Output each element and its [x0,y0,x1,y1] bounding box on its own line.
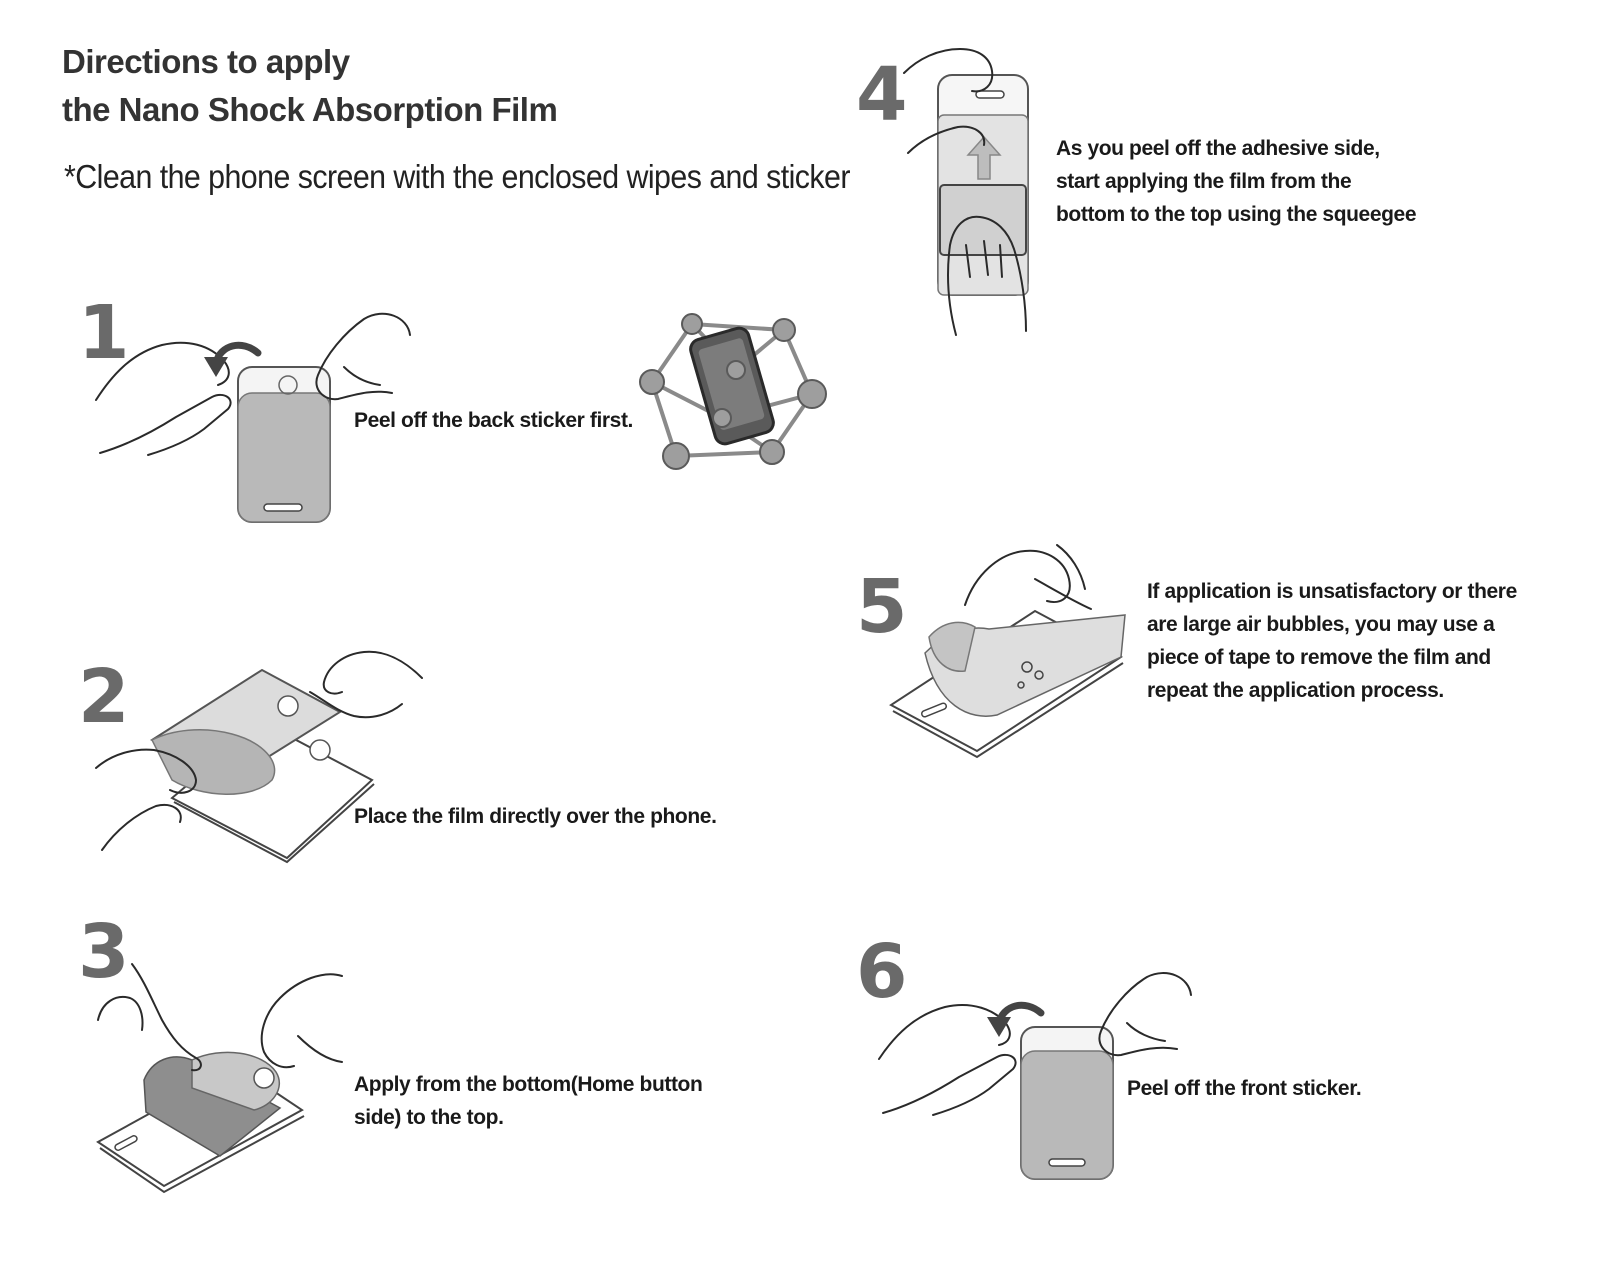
step-4-line-3: bottom to the top using the squeegee [1056,203,1417,226]
curved-arrow-icon [987,1001,1045,1037]
step-6-number: 6 [856,929,908,1015]
curved-arrow-icon [204,341,262,377]
step-4-number: 4 [856,52,908,138]
step-1-number: 1 [78,290,130,376]
step-5-caption: If application is unsatisfactory or ther… [1147,575,1517,707]
step-4-line-1: As you peel off the adhesive side, [1056,137,1380,160]
title-line-2: the Nano Shock Absorption Film [62,91,558,128]
step-3-line-2: side) to the top. [354,1106,504,1129]
title-line-1: Directions to apply [62,43,350,80]
step-5-illustration [889,544,1126,759]
step-4-illustration [903,48,1029,336]
step-2-illustration [95,650,423,864]
step-2-caption: Place the film directly over the phone. [354,800,717,833]
cleaning-note: *Clean the phone screen with the enclose… [64,158,851,195]
step-6-illustration [878,972,1192,1180]
step-6-line-1: Peel off the front sticker. [1127,1077,1362,1100]
step-6-caption: Peel off the front sticker. [1127,1072,1362,1105]
step-3-line-1: Apply from the bottom(Home button [354,1073,703,1096]
step-2-line-1: Place the film directly over the phone. [354,805,717,828]
step-5-line-1: If application is unsatisfactory or ther… [1147,580,1517,603]
molecule-icon [639,313,827,470]
step-1-illustration [95,312,411,523]
step-4-line-2: start applying the film from the [1056,170,1352,193]
step-3-caption: Apply from the bottom(Home button side) … [354,1068,703,1134]
step-4-caption: As you peel off the adhesive side, start… [1056,132,1416,231]
step-3-number: 3 [78,909,130,995]
step-5-line-2: are large air bubbles, you may use a [1147,613,1495,636]
step-5-line-3: piece of tape to remove the film and [1147,646,1491,669]
step-1-line-1: Peel off the back sticker first. [354,409,633,432]
step-1-caption: Peel off the back sticker first. [354,404,633,437]
page-title: Directions to apply the Nano Shock Absor… [62,38,558,134]
step-3-illustration [96,963,343,1194]
step-5-line-4: repeat the application process. [1147,679,1444,702]
step-2-number: 2 [78,654,130,740]
up-arrow-icon [966,135,1002,180]
step-5-number: 5 [856,564,908,650]
